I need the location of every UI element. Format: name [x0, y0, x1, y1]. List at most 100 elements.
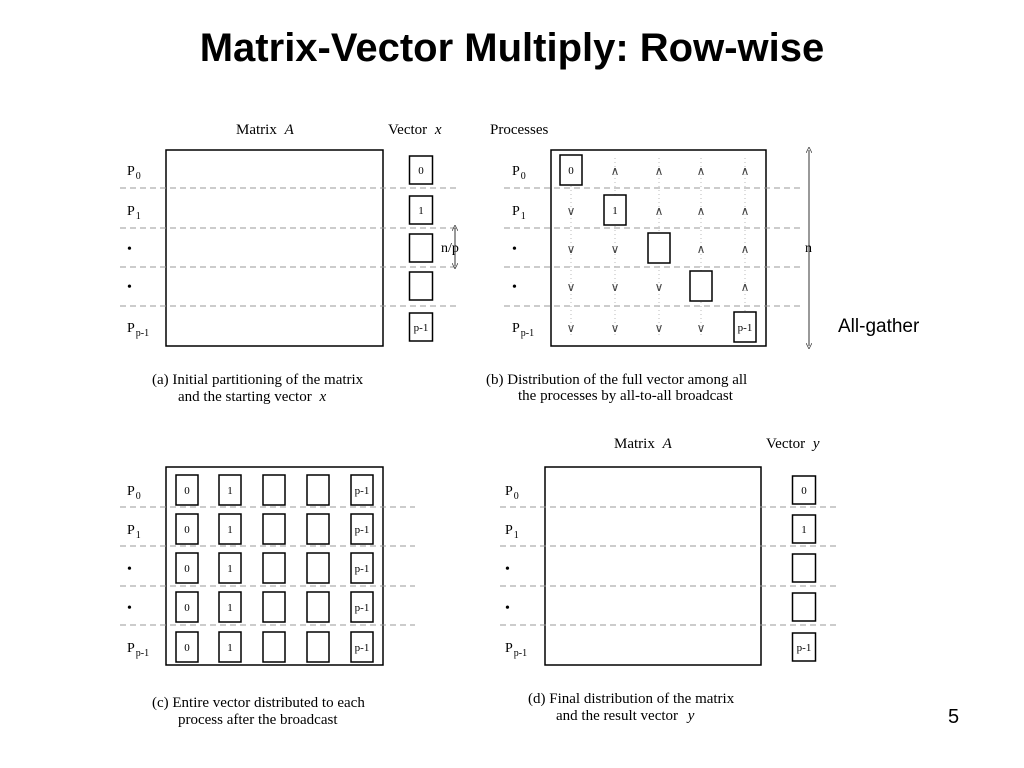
panel-b-down-marker: ∨ [655, 321, 664, 335]
panel-a-row-label-0: P0 [127, 164, 141, 182]
panel-c-row-label-2: • [127, 562, 132, 577]
panel-b-down-marker: ∨ [611, 321, 620, 335]
panel-c-cell-r0-c3 [306, 474, 330, 506]
panel-b-down-marker: ∨ [567, 280, 576, 294]
panel-c-cell-r4-c0-label: 0 [184, 642, 190, 654]
page-number: 5 [948, 706, 960, 728]
panel-a-matrix [165, 149, 384, 347]
panel-b-up-marker: ∧ [697, 204, 706, 218]
panel-d-row-label-3: • [505, 601, 510, 616]
panel-c-cell-r2-c1: 1 [218, 552, 242, 584]
panel-c-cell-r0-c4: p-1 [350, 474, 374, 506]
panel-b-up-marker: ∧ [697, 164, 706, 178]
panel-d-matrix-variable: A [662, 436, 673, 452]
panel-d-vector-cell-4-label: p-1 [797, 642, 812, 654]
panel-c-cell-r3-c1-box [218, 591, 242, 623]
panel-b-matrix [550, 149, 767, 347]
panel-c-cell-r3-c1: 1 [218, 591, 242, 623]
panel-c-cell-r1-c1: 1 [218, 513, 242, 545]
panel-c-cell-r1-c4-label: p-1 [355, 524, 370, 536]
panel-b-diagonal-cell-2-box [647, 232, 671, 264]
panel-b-up-marker: ∧ [697, 242, 706, 256]
panel-a-vector-cell-0-box [408, 155, 434, 185]
panel-a-caption-line2: and the starting vector [178, 389, 312, 405]
panel-a-vector-cell-0: 0 [408, 155, 434, 185]
panel-c-cell-r0-c4-box [350, 474, 374, 506]
panel-d-vector-cell-2-box [791, 553, 817, 583]
panel-c-cell-r3-c2-box [262, 591, 286, 623]
panel-d-vector-cell-2 [791, 553, 817, 583]
panel-c-cell-r1-c0-label: 0 [184, 524, 190, 536]
panel-d-vector-cell-4: p-1 [791, 632, 817, 662]
panel-d-row-label-4: Pp-1 [505, 641, 527, 659]
panel-c-cell-r1-c2 [262, 513, 286, 545]
panel-c-row-label-1: P1 [127, 523, 141, 541]
panel-b-down-marker: ∨ [697, 321, 706, 335]
svg-text:Matrix A: Matrix A [236, 122, 295, 138]
panel-a-matrix-header: Matrix [236, 122, 277, 138]
panel-a-caption-variable: x [318, 389, 326, 405]
panel-c-cell-r0-c2-box [262, 474, 286, 506]
panel-a-vector-cell-4-box [408, 312, 434, 342]
panel-c-cell-r1-c3-box [306, 513, 330, 545]
panel-a-vector-cell-4-label: p-1 [414, 322, 429, 334]
panel-b-down-marker: ∨ [611, 242, 620, 256]
panel-d-vector-cell-4-box [791, 632, 817, 662]
panel-b-row-label-1: P1 [512, 204, 526, 222]
panel-b-row-label-2: • [512, 242, 517, 257]
panel-c-cell-r0-c0-box [175, 474, 199, 506]
panel-b-diagonal-cell-0-label: 0 [568, 165, 574, 177]
panel-c-cell-r0-c1-label: 1 [227, 485, 233, 497]
panel-c-cell-r3-c4-box [350, 591, 374, 623]
panel-c-cell-r3-c3 [306, 591, 330, 623]
panel-c-cell-r4-c1-box [218, 631, 242, 663]
panel-b-caption-line2: the processes by all-to-all broadcast [518, 388, 734, 404]
panel-a-vector-cell-1-box [408, 195, 434, 225]
panel-c-cell-r4-c4-label: p-1 [355, 642, 370, 654]
panel-d-vector-cell-0-label: 0 [801, 485, 807, 497]
panel-c-row-label-3: • [127, 601, 132, 616]
panel-b-dimension-label: n [805, 241, 812, 256]
panel-c-cell-r2-c4-label: p-1 [355, 563, 370, 575]
panel-c-cell-r1-c1-box [218, 513, 242, 545]
panel-b-down-marker: ∨ [655, 280, 664, 294]
svg-text:Matrix A: Matrix A [614, 436, 673, 452]
panel-b-diagonal-cell-4-box [733, 311, 757, 343]
panel-b-up-marker: ∧ [611, 164, 620, 178]
panel-c-cell-r0-c1: 1 [218, 474, 242, 506]
panel-a-vector-cell-3 [408, 271, 434, 301]
panel-d-caption-line1: (d) Final distribution of the matrix [528, 691, 735, 707]
panel-b-up-marker: ∧ [741, 204, 750, 218]
panel-c-cell-r4-c0-box [175, 631, 199, 663]
panel-c-cell-r4-c2-box [262, 631, 286, 663]
panel-d-vector-variable: y [811, 436, 820, 452]
panel-a-matrix-variable: A [284, 122, 295, 138]
panel-a-vector-cell-4: p-1 [408, 312, 434, 342]
panel-d-vector-cell-3 [791, 592, 817, 622]
panel-c-cell-r3-c2 [262, 591, 286, 623]
panel-a-row-label-3: • [127, 280, 132, 295]
svg-text:Vector x: Vector x [388, 122, 442, 138]
svg-text:and the result vector y: and the result vector y [556, 708, 695, 724]
panel-b-down-marker: ∨ [611, 280, 620, 294]
panel-d-row-label-1: P1 [505, 523, 519, 541]
panel-c-cell-r3-c0-box [175, 591, 199, 623]
panel-c-cell-r1-c4-box [350, 513, 374, 545]
panel-b-row-label-4: Pp-1 [512, 321, 534, 339]
panel-d-vector-cell-1-box [791, 514, 817, 544]
panel-c-cell-r3-c0: 0 [175, 591, 199, 623]
panel-a-caption-line1: (a) Initial partitioning of the matrix [152, 372, 364, 388]
panel-c-cell-r2-c0-label: 0 [184, 563, 190, 575]
panel-c-cell-r1-c0: 0 [175, 513, 199, 545]
all-gather-annotation: All-gather [838, 316, 920, 337]
panel-c-cell-r4-c2 [262, 631, 286, 663]
panel-a-vector-cell-0-label: 0 [418, 165, 424, 177]
panel-b-row-label-0: P0 [512, 164, 526, 182]
slide-title: Matrix-Vector Multiply: Row-wise [199, 26, 825, 70]
panel-b-down-marker: ∨ [567, 204, 576, 218]
panel-a-block-size-label: n/p [441, 241, 459, 256]
